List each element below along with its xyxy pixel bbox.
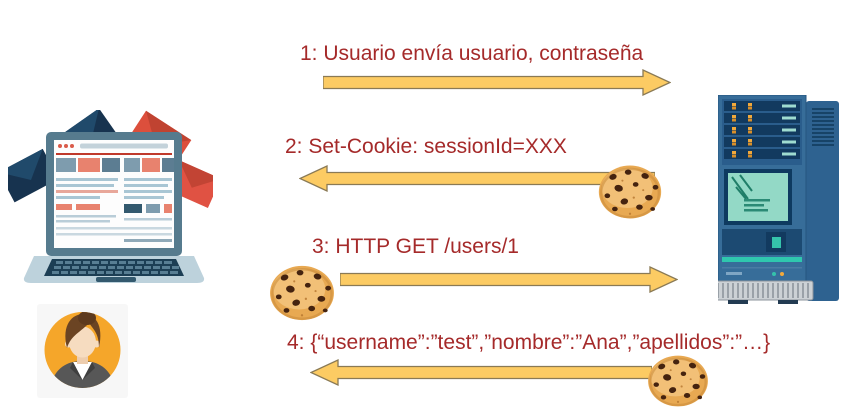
cookie-icon <box>644 352 712 410</box>
message-4-arrow-left-icon <box>310 359 652 386</box>
message-4-label: 4: {“username”:”test”,”nombre”:”Ana”,”ap… <box>287 331 771 354</box>
client-laptop-illustration <box>8 110 213 290</box>
user-avatar-icon <box>37 304 128 398</box>
message-1-label: 1: Usuario envía usuario, contraseña <box>300 42 644 65</box>
laptop-icon <box>23 132 205 283</box>
message-1-arrow-right-icon <box>323 69 671 96</box>
message-3-arrow-right-icon <box>340 266 678 293</box>
message-3-label: 3: HTTP GET /users/1 <box>312 235 519 258</box>
server-tower-icon <box>718 95 840 305</box>
cookie-icon <box>266 262 338 324</box>
cookie-icon <box>596 161 664 223</box>
message-2-label: 2: Set-Cookie: sessionId=XXX <box>285 135 567 158</box>
